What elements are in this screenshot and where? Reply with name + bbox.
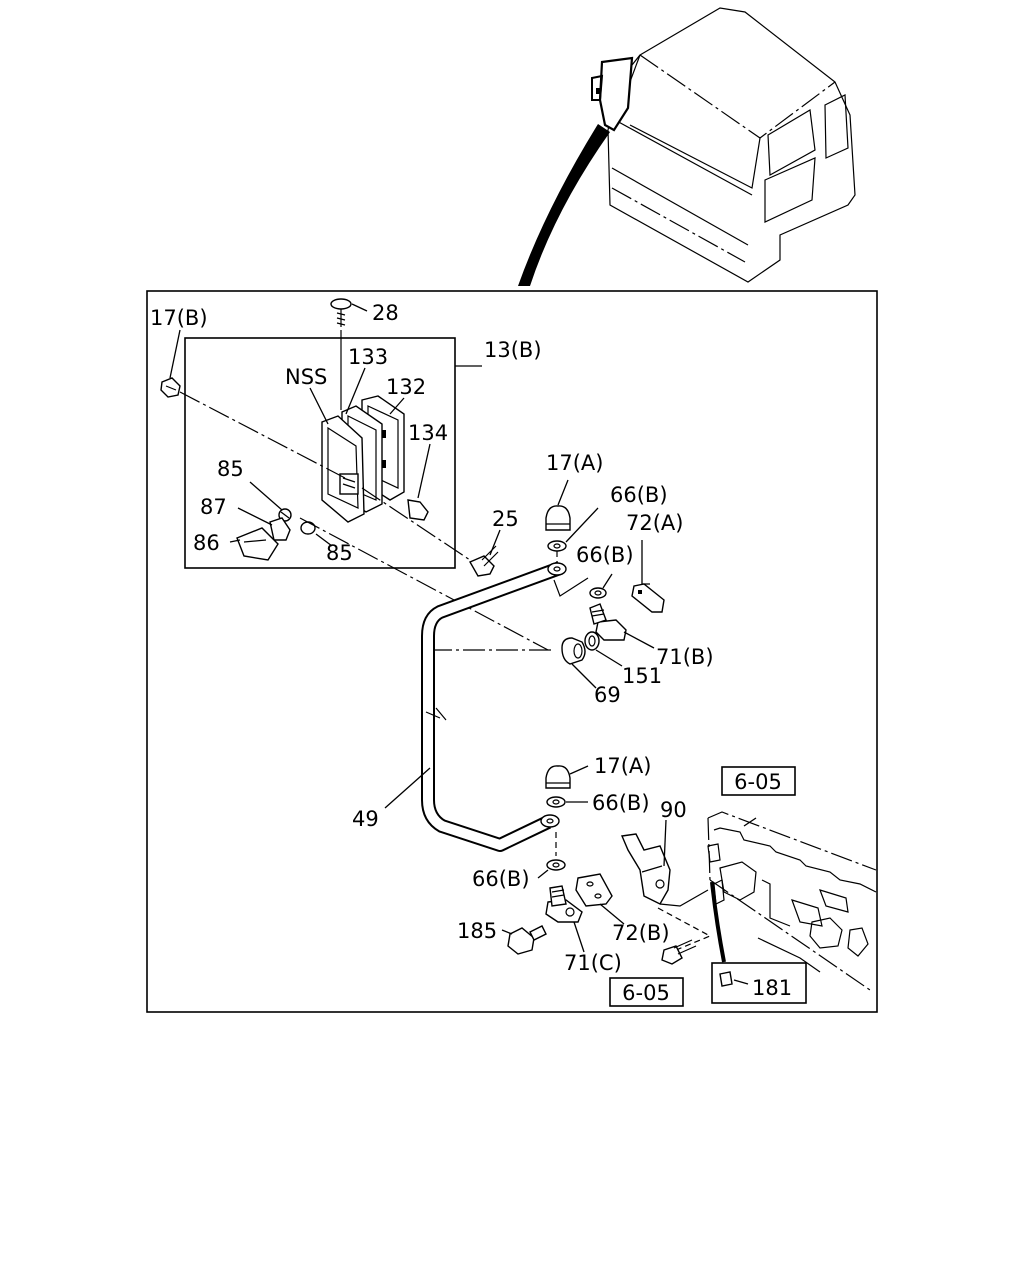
label-71b: 71(B)	[656, 645, 714, 669]
label-66b-1: 66(B)	[610, 483, 668, 507]
label-69: 69	[594, 683, 621, 707]
clip-parts	[229, 481, 333, 561]
label-151: 151	[622, 664, 662, 688]
label-49: 49	[352, 807, 379, 831]
label-86: 86	[193, 531, 220, 555]
label-66b-2: 66(B)	[576, 543, 634, 567]
label-132: 132	[386, 375, 426, 399]
label-72b: 72(B)	[612, 921, 670, 945]
label-181: 181	[752, 976, 792, 1000]
label-85-b: 85	[326, 541, 353, 565]
mirror-assembly-box	[184, 337, 456, 569]
truck-cab-illustration	[518, 7, 856, 286]
label-28: 28	[372, 301, 399, 325]
label-133: 133	[348, 345, 388, 369]
label-66b-3: 66(B)	[592, 791, 650, 815]
label-72a: 72(A)	[626, 511, 683, 535]
mirror-stay-49	[384, 561, 567, 852]
mirror-components	[309, 367, 431, 523]
label-nss: NSS	[285, 365, 327, 389]
label-17a-top: 17(A)	[546, 451, 603, 475]
ref-label-bottom: 6-05	[622, 981, 670, 1005]
nut-17b	[160, 329, 471, 561]
bolt-25	[469, 529, 501, 577]
label-17b: 17(B)	[150, 306, 208, 330]
screw-28	[330, 298, 368, 410]
label-25: 25	[492, 507, 519, 531]
ref-label-top: 6-05	[734, 770, 782, 794]
ref-box-bottom: 6-05	[609, 977, 684, 1007]
label-90: 90	[660, 798, 687, 822]
ref-box-top: 6-05	[721, 766, 796, 796]
part-181-box	[711, 962, 807, 1004]
acorn-nut-17a-top	[545, 479, 599, 562]
label-71c: 71(C)	[564, 951, 622, 975]
label-66b-4: 66(B)	[472, 867, 530, 891]
label-85-a: 85	[217, 457, 244, 481]
bracket-72a-group	[553, 540, 665, 689]
diagram-frame	[146, 290, 878, 1013]
bracket-90	[620, 819, 712, 965]
label-185: 185	[457, 919, 497, 943]
label-13b: 13(B)	[484, 338, 542, 362]
label-134: 134	[408, 421, 448, 445]
label-17a-mid: 17(A)	[594, 754, 651, 778]
acorn-nut-17a-mid	[545, 765, 589, 856]
mount-line	[299, 517, 549, 651]
bottom-fastener-group	[501, 859, 625, 955]
label-87: 87	[200, 495, 227, 519]
chassis-frame-section	[707, 811, 877, 991]
